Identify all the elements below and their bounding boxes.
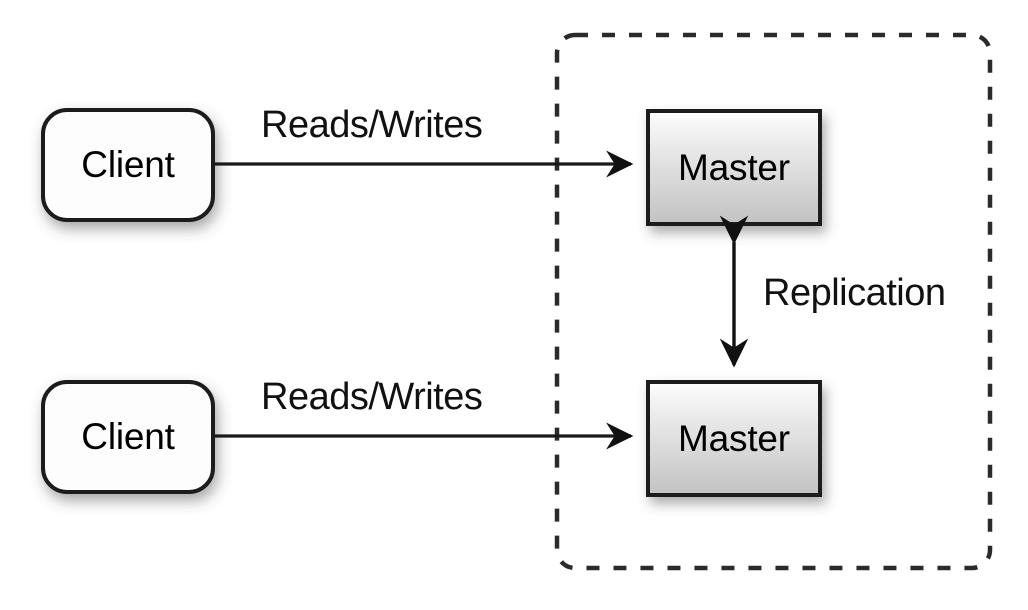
master-bottom-shape[interactable] — [646, 380, 822, 497]
client-bottom-shape[interactable] — [41, 380, 215, 494]
client-top-shape[interactable] — [41, 108, 215, 222]
edge-label-reads-writes-top: Reads/Writes — [261, 104, 483, 146]
master-top-shape[interactable] — [646, 109, 822, 226]
edge-label-replication: Replication — [763, 272, 946, 314]
edge-label-reads-writes-bottom: Reads/Writes — [261, 376, 483, 418]
cluster-boundary — [554, 32, 993, 571]
